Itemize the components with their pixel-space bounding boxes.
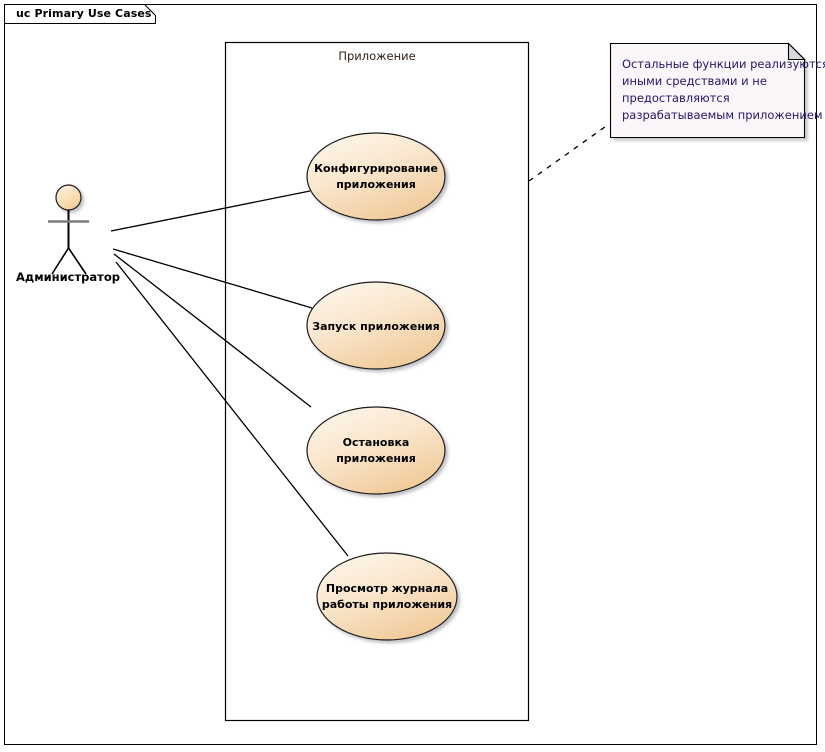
note-dashed-line[interactable]	[528, 123, 610, 182]
actor-administrator[interactable]: Администратор	[16, 184, 120, 284]
use-case-ellipse[interactable]	[306, 281, 446, 370]
use-case-label-line2: приложения	[336, 452, 416, 465]
note-anchor-connector	[528, 123, 610, 182]
association-line-viewlog[interactable]	[115, 261, 349, 557]
use-case-label-line2: приложения	[336, 178, 416, 191]
use-case-view-application-log[interactable]: Просмотр журнала работы приложения	[316, 552, 458, 641]
note-text-line-3: предоставляются	[622, 91, 730, 105]
use-case-label-line2: работы приложения	[322, 598, 452, 611]
use-case-ellipse[interactable]	[306, 132, 446, 221]
association-connectors	[110, 190, 349, 557]
note-box[interactable]: Остальные функции реализуются иными сред…	[609, 42, 825, 139]
use-case-label-line1: Просмотр журнала	[326, 582, 448, 595]
use-case-label-line1: Конфигурирование	[314, 162, 438, 175]
note-text-line-4: разрабатываемым приложением	[622, 108, 823, 122]
title-tab-shape	[4, 4, 156, 24]
use-case-label-line1: Запуск приложения	[312, 320, 439, 333]
association-line-start[interactable]	[112, 248, 313, 309]
note-text-line-1: Остальные функции реализуются	[622, 57, 825, 71]
use-case-ellipse[interactable]	[316, 552, 458, 641]
actor-label: Администратор	[16, 270, 120, 284]
note-shape[interactable]	[609, 42, 806, 139]
use-case-label-line1: Остановка	[343, 436, 410, 449]
association-line-configure[interactable]	[110, 190, 311, 232]
diagram-title-tab: uc Primary Use Cases	[4, 4, 156, 24]
actor-left-leg-line	[51, 247, 70, 275]
note-text-line-2: иными средствами и не	[622, 74, 767, 88]
use-case-configure-application[interactable]: Конфигурирование приложения	[306, 132, 446, 221]
note-folded-corner-icon	[787, 42, 806, 61]
system-boundary-label: Приложение	[338, 49, 415, 63]
association-line-stop[interactable]	[113, 253, 312, 408]
actor-head-icon[interactable]	[55, 184, 82, 211]
actor-right-leg-line	[67, 247, 87, 275]
use-case-ellipse[interactable]	[306, 406, 446, 495]
use-case-stop-application[interactable]: Остановка приложения	[306, 406, 446, 495]
use-case-start-application[interactable]: Запуск приложения	[306, 281, 446, 370]
diagram-title-label: uc Primary Use Cases	[16, 7, 152, 20]
